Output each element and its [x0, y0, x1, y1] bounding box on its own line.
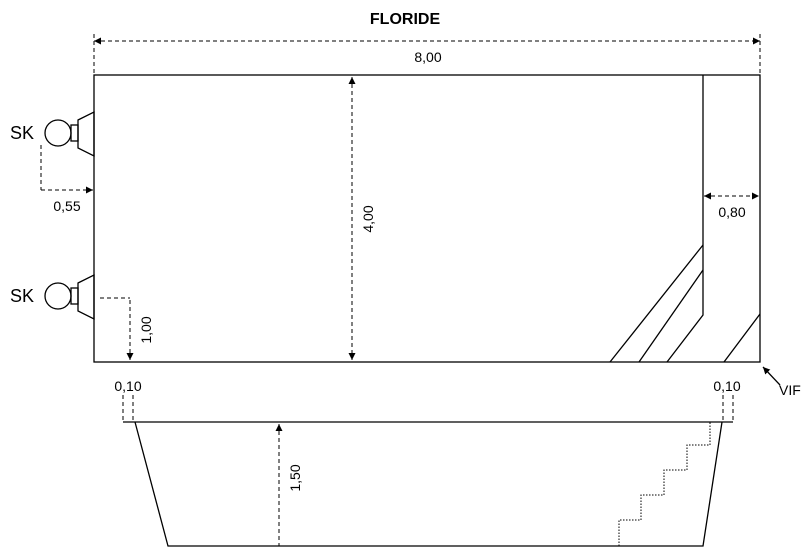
skimmer-height-dimension: 1,00	[100, 297, 154, 360]
skimmer-offset-label: 0,55	[53, 198, 80, 214]
skimmer-top-neck	[70, 124, 79, 142]
skimmer-height-label: 1,00	[138, 316, 154, 343]
depth-label: 1,50	[287, 464, 303, 491]
skimmer-bottom-circle	[44, 282, 72, 310]
skimmer-bottom: SK	[10, 273, 95, 321]
skimmer-bottom-neck	[70, 287, 79, 305]
margin-left-label: 0,10	[114, 378, 141, 394]
length-dimension: 8,00	[93, 34, 761, 74]
depth-dimension: 1,50	[275, 424, 303, 546]
step-line-3	[723, 313, 761, 363]
width-dimension: 4,00	[348, 77, 376, 360]
margin-right-label: 0,10	[713, 378, 740, 394]
step-zone-edge	[666, 75, 704, 363]
step-line-2	[638, 269, 704, 363]
pool-outline-plan	[93, 74, 761, 363]
vif-arrow	[762, 366, 781, 386]
pool-section	[123, 421, 733, 547]
step-line-1	[609, 244, 704, 363]
width-label: 4,00	[360, 205, 376, 232]
diagram-title: FLORIDE	[370, 11, 441, 28]
step-width-dimension: 0,80	[704, 192, 759, 220]
skimmer-top: SK	[10, 110, 95, 158]
margin-left-dimension: 0,10	[114, 378, 142, 420]
vif-label: VIF	[779, 382, 801, 398]
section-outline	[134, 421, 723, 547]
step-width-label: 0,80	[718, 204, 745, 220]
skimmer-top-mouth	[77, 110, 95, 158]
skimmer-bottom-mouth	[77, 273, 95, 321]
length-label: 8,00	[414, 49, 441, 65]
skimmer-top-label: SK	[10, 123, 34, 143]
skimmer-top-circle	[44, 119, 72, 147]
margin-right-dimension: 0,10	[713, 378, 741, 420]
step-zone	[609, 75, 761, 363]
section-steps	[618, 422, 711, 546]
vif-callout: VIF	[762, 366, 801, 398]
skimmer-bottom-label: SK	[10, 286, 34, 306]
skimmer-offset-dimension: 0,55	[40, 145, 93, 214]
